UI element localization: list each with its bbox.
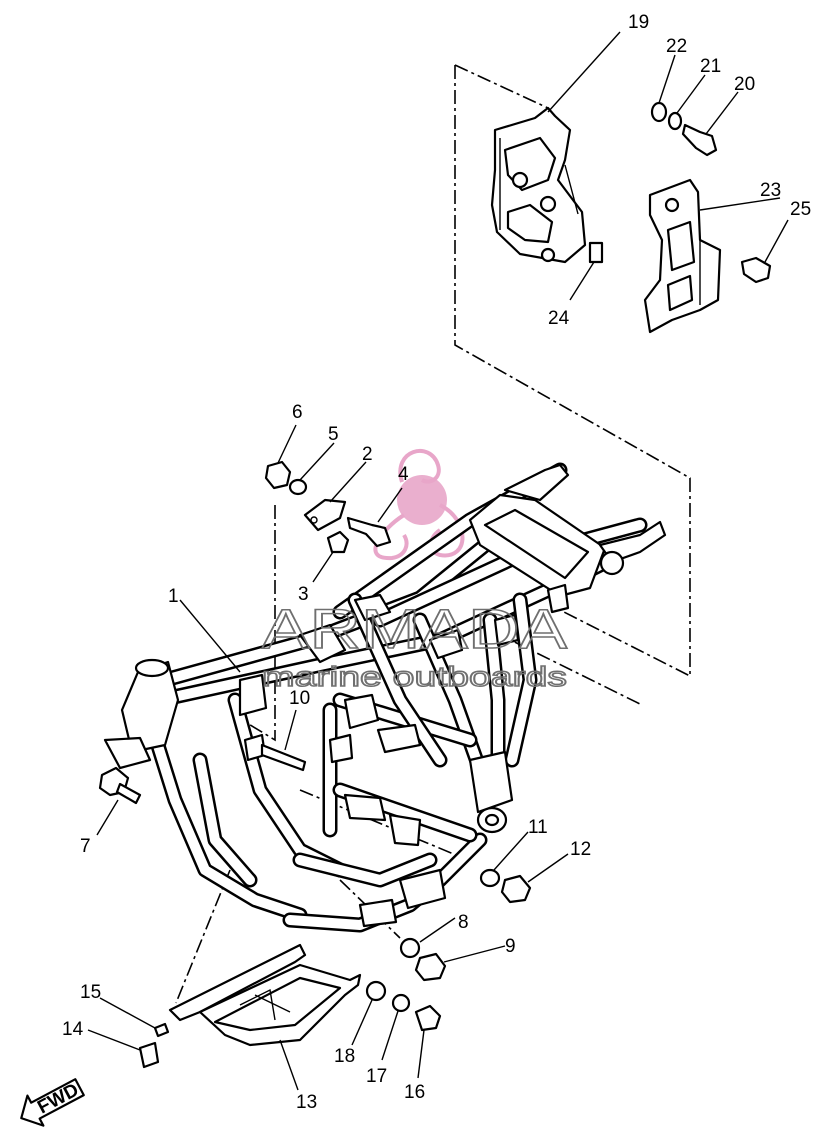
fastener-group-20-22 [588,101,772,284]
callout-20: 20 [734,74,755,95]
callouts: 1 2 3 4 5 6 7 8 9 10 11 12 13 14 15 16 1… [62,12,811,1113]
callout-12: 12 [570,839,591,860]
callout-14: 14 [62,1019,84,1040]
callout-4: 4 [398,464,409,485]
callout-13: 13 [296,1092,317,1113]
callout-22: 22 [666,36,687,57]
watermark-logo [373,448,465,561]
callout-21: 21 [700,56,721,77]
fwd-label: FWD [34,1080,82,1119]
callout-11: 11 [528,817,548,838]
callout-17: 17 [366,1066,387,1087]
leader-lines [87,31,789,1091]
watermark-brand: ARMADA [262,597,568,660]
callout-10: 10 [289,688,310,709]
callout-7: 7 [80,836,91,857]
main-frame-1 [103,462,667,933]
callout-16: 16 [404,1082,425,1103]
callout-25: 25 [790,199,811,220]
callout-9: 9 [505,936,516,957]
callout-5: 5 [328,424,339,445]
callout-23: 23 [760,180,781,201]
callout-3: 3 [298,584,309,605]
small-parts [98,460,532,1069]
callout-2: 2 [362,444,373,465]
callout-18: 18 [334,1046,355,1067]
callout-6: 6 [292,402,303,423]
callout-1: 1 [168,586,179,607]
callout-19: 19 [628,12,649,33]
fwd-arrow-icon [20,1078,85,1127]
callout-24: 24 [548,308,570,329]
callout-8: 8 [458,912,469,933]
watermark-tagline: marine outboards [262,661,567,692]
engine-bracket-19 [490,106,587,264]
callout-15: 15 [80,982,101,1003]
fwd-arrow: FWD [20,1078,85,1127]
watermark: ARMADA marine outboards [261,596,568,693]
engine-bracket-23 [643,178,722,334]
